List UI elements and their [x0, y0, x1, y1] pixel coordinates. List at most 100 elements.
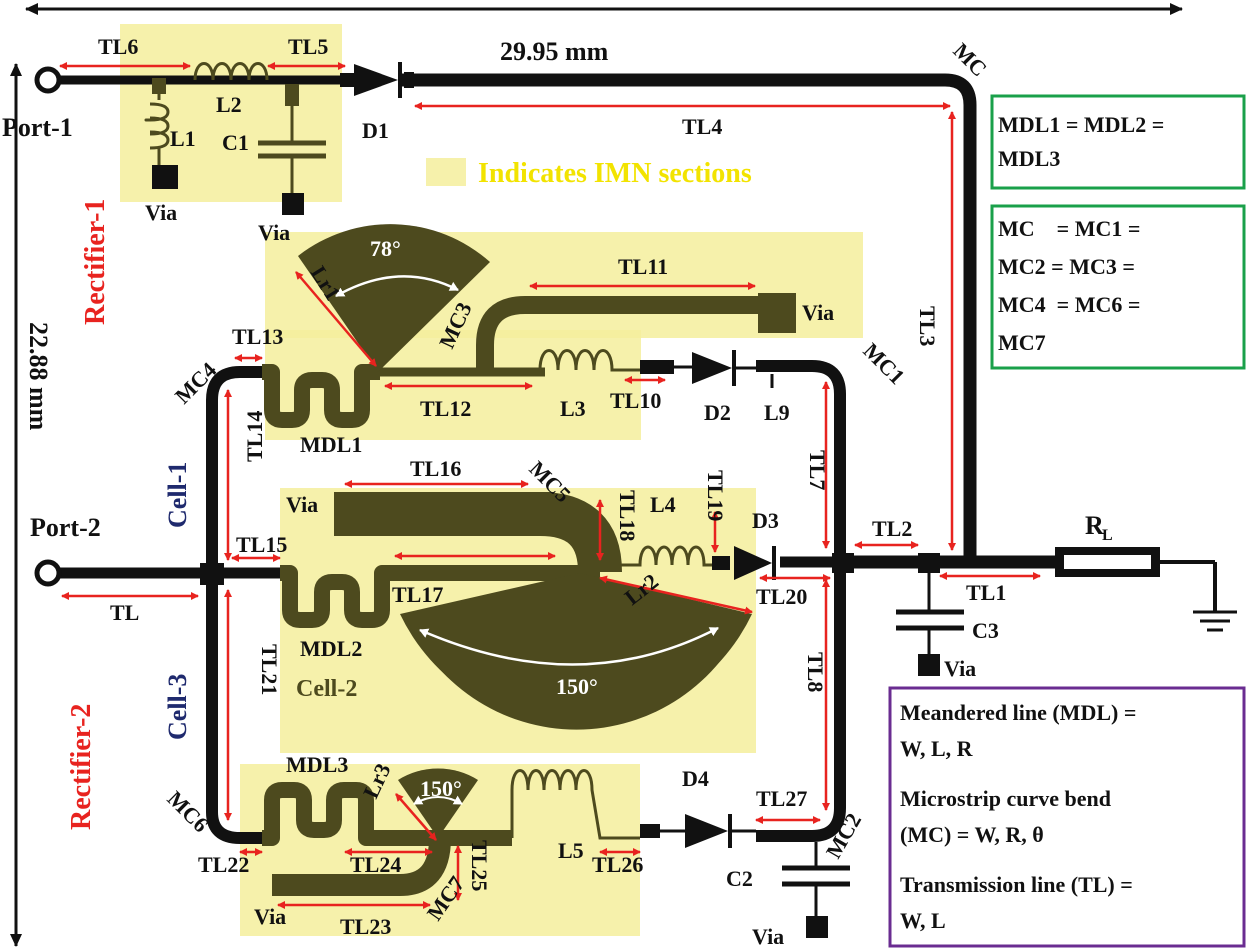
height-label: 22.88 mm	[24, 322, 53, 431]
tl16-stub	[334, 492, 554, 536]
mdl-eq-line1: MDL1 = MDL2 =	[998, 112, 1164, 137]
width-label: 29.95 mm	[500, 37, 609, 66]
label-tl13: TL13	[232, 324, 283, 349]
mc-eq-line4: MC7	[998, 330, 1046, 355]
l2-inductor	[193, 62, 269, 81]
dimension-arrows	[10, 2, 1183, 947]
label-d4: D4	[682, 766, 709, 791]
tl14-tl21-trace	[206, 366, 262, 844]
angle-arcs	[335, 275, 719, 805]
mdl1-meander	[262, 364, 380, 428]
label-tl3: TL3	[915, 306, 940, 346]
label-l2: L2	[216, 92, 242, 117]
label-tl7: TL7	[805, 450, 830, 490]
cell1-components	[262, 224, 796, 428]
label-c2: C2	[726, 866, 753, 891]
label-via-c1: Via	[258, 220, 290, 245]
red-arrows	[59, 62, 1041, 909]
c3-via	[918, 654, 940, 676]
label-via-c3: Via	[944, 656, 976, 681]
mc-eq-line2: MC2 = MC3 =	[998, 254, 1135, 279]
c1-via	[282, 193, 304, 215]
label-tl2: TL2	[872, 516, 912, 541]
label-l5: L5	[558, 838, 584, 863]
label-rl: R	[1085, 511, 1104, 540]
params-line2: W, L, R	[900, 736, 974, 761]
label-tl25: TL25	[467, 840, 492, 891]
label-via-c2: Via	[752, 924, 784, 949]
junction-c3	[918, 553, 940, 573]
port2-label: Port-2	[30, 513, 101, 542]
label-c3: C3	[972, 618, 999, 643]
mc-eq-line1: MC = MC1 =	[998, 216, 1140, 241]
d4-diode	[685, 814, 728, 848]
label-tl26: TL26	[592, 852, 643, 877]
port1-label: Port-1	[2, 113, 73, 142]
label-tl21: TL21	[257, 644, 282, 695]
rectifier2-label: Rectifier-2	[66, 704, 97, 830]
label-tl1: TL1	[966, 580, 1006, 605]
tl4-tl3-trace	[400, 73, 977, 562]
params-line4: (MC) = W, R, θ	[900, 822, 1044, 847]
d2-diode	[692, 352, 732, 384]
params-line6: W, L	[900, 908, 946, 933]
label-tl11: TL11	[618, 254, 668, 279]
label-tl5: TL5	[288, 34, 328, 59]
parameters-box	[888, 686, 1246, 948]
mdl2-meander	[280, 565, 600, 628]
port2-connector	[34, 559, 62, 587]
label-tl16: TL16	[410, 456, 461, 481]
rectifier1-label: Rectifier-1	[80, 199, 111, 325]
l1-inductor	[144, 92, 170, 168]
label-via-l1: Via	[145, 200, 177, 225]
label-mdl2: MDL2	[300, 636, 362, 661]
params-line3: Microstrip curve bend	[900, 786, 1111, 811]
l5-inductor	[510, 769, 640, 840]
l3-inductor	[538, 349, 640, 372]
label-mdl1: MDL1	[300, 432, 362, 457]
label-tl: TL	[110, 600, 139, 625]
label-tl15: TL15	[236, 532, 287, 557]
mdl-eq-line2: MDL3	[998, 146, 1060, 171]
label-d2: D2	[704, 400, 731, 425]
imn-legend-text: Indicates IMN sections	[478, 158, 752, 189]
label-angle150b: 150°	[420, 776, 462, 801]
label-tl18: TL18	[615, 490, 640, 541]
port1-connector	[34, 66, 62, 94]
label-tl4: TL4	[682, 114, 722, 139]
label-tl12: TL12	[420, 396, 471, 421]
output-components	[782, 547, 1237, 938]
cell1-label: Cell-1	[163, 462, 192, 528]
label-mc1: MC1	[858, 338, 909, 389]
ports	[34, 66, 62, 587]
info-boxes: MDL1 = MDL2 = MDL3 MC = MC1 = MC2 = MC3 …	[888, 94, 1246, 948]
label-via-tl11: Via	[802, 300, 834, 325]
label-l3: L3	[560, 396, 586, 421]
label-tl23: TL23	[340, 914, 391, 939]
label-angle78: 78°	[370, 236, 401, 261]
label-mdl3: MDL3	[286, 752, 348, 777]
tl26-pad	[640, 824, 660, 838]
label-tl20: TL20	[756, 584, 807, 609]
label-l9: L9	[764, 400, 790, 425]
l1-via	[152, 165, 178, 189]
cell3-label: Cell-3	[163, 674, 192, 740]
mdl3-meander	[262, 782, 512, 846]
c2-via	[806, 916, 828, 938]
params-line5: Transmission line (TL) =	[900, 872, 1133, 897]
main-traces	[58, 72, 1217, 844]
label-tl27: TL27	[756, 786, 807, 811]
d1-diode	[354, 64, 398, 96]
label-tl19: TL19	[703, 470, 728, 521]
label-tl14: TL14	[242, 411, 267, 462]
junction-right	[832, 553, 854, 573]
tl7-tl8-trace	[756, 360, 846, 842]
label-l4: L4	[650, 492, 676, 517]
tl10-pad	[640, 360, 674, 374]
label-tl6: TL6	[98, 34, 138, 59]
l4-inductor	[600, 545, 712, 567]
radial-stub-78	[298, 224, 490, 372]
label-rl-sub: L	[1102, 527, 1113, 544]
label-c1: C1	[222, 130, 249, 155]
